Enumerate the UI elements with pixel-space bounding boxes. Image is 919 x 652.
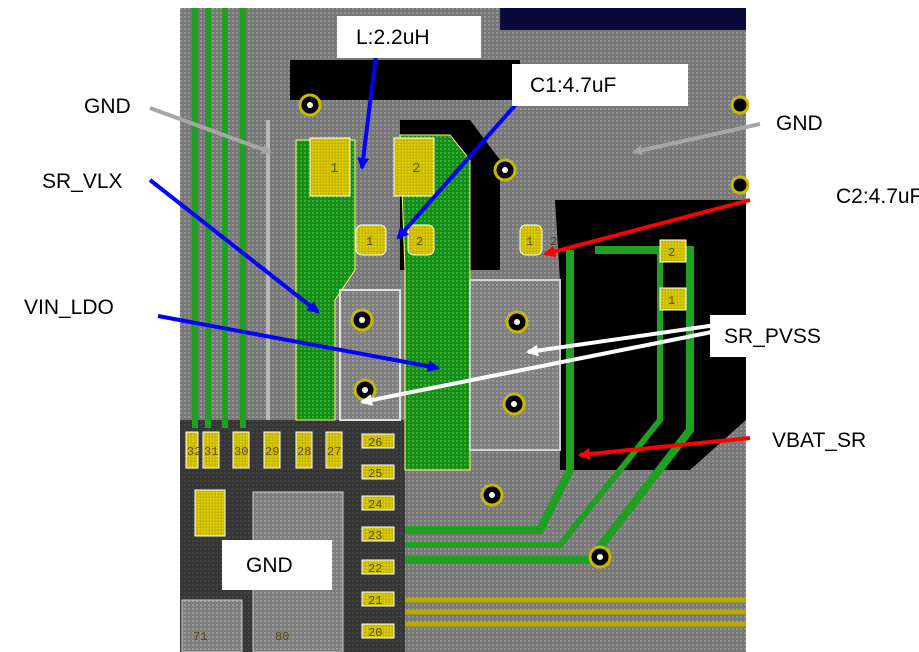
pin-label: 21 — [368, 594, 382, 608]
gnd-right-arrow — [632, 122, 761, 156]
c1-arrow — [396, 100, 520, 240]
inductor-arrow — [357, 54, 378, 170]
pin-label: 1 — [366, 235, 373, 249]
pin-label: 31 — [204, 445, 218, 459]
c1-label: C1:4.7uF — [530, 74, 617, 97]
sr-vlx-arrow — [148, 178, 320, 314]
inductor-label-box — [337, 16, 481, 58]
pin-label: 20 — [368, 626, 382, 640]
sr-pvss-label-box — [710, 315, 870, 357]
c2-arrow — [543, 198, 751, 258]
pin-label: 29 — [265, 445, 279, 459]
sr-pvss-label: SR_PVSS — [724, 325, 821, 348]
vin-ldo-arrow — [157, 314, 440, 373]
vbat-sr-arrow — [578, 436, 751, 460]
svg-text:2: 2 — [412, 161, 420, 177]
pin-label: 28 — [297, 445, 311, 459]
sr-pvss-arrow-2 — [360, 330, 713, 406]
pin-label: 80 — [275, 630, 289, 644]
vin-ldo-label: VIN_LDO — [24, 296, 114, 319]
pin-label: 2 — [550, 235, 557, 249]
pin-label: 26 — [368, 436, 382, 450]
pin-label: 71 — [193, 630, 207, 644]
gnd-bottom-label: GND — [246, 554, 293, 577]
pin-label: 25 — [368, 467, 382, 481]
pin-label: 27 — [327, 445, 341, 459]
sr-pvss-arrow-1 — [526, 323, 717, 357]
pin-label: 30 — [234, 445, 248, 459]
pin-label: 1 — [526, 235, 533, 249]
vbat-sr-label: VBAT_SR — [772, 429, 867, 452]
pin-label: 24 — [368, 498, 382, 512]
gnd-left-arrow — [149, 106, 272, 154]
annotation-arrows — [148, 54, 761, 460]
c2-label: C2:4.7uF — [836, 185, 919, 208]
pin-label: 32 — [187, 445, 201, 459]
sr-vlx-label: SR_VLX — [42, 170, 123, 193]
pin-label: 2 — [416, 235, 423, 249]
gnd-left-label: GND — [84, 95, 131, 118]
pin-label: 2 — [668, 246, 675, 260]
gnd-bottom-label-box — [222, 540, 332, 590]
pin-label: 23 — [368, 529, 382, 543]
c1-label-box — [512, 64, 688, 106]
svg-text:1: 1 — [330, 161, 338, 177]
pcb-board: 1 2 — [180, 8, 750, 652]
pin-label: 22 — [368, 562, 382, 576]
pin-label: 1 — [668, 294, 675, 308]
gnd-right-label: GND — [776, 112, 823, 135]
inductor-label: L:2.2uH — [356, 26, 430, 49]
